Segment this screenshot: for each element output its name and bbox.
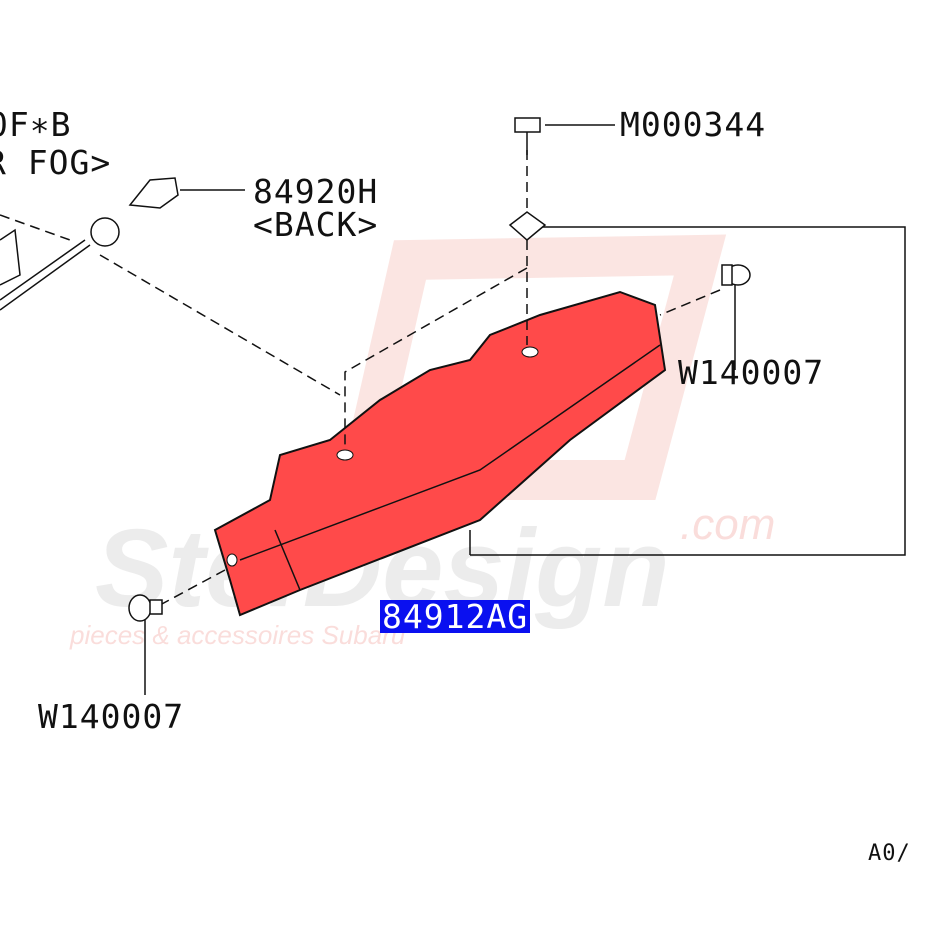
label-part-W140007-left[interactable]: W140007 bbox=[38, 697, 185, 736]
label-top-left-1: 0F∗B bbox=[0, 105, 72, 144]
label-part-84912AG-highlighted[interactable]: 84912AG bbox=[380, 597, 531, 636]
bracket-part-84912AG[interactable] bbox=[213, 290, 667, 617]
leader-lines bbox=[0, 124, 906, 695]
label-part-M000344[interactable]: M000344 bbox=[620, 105, 767, 144]
label-part-W140007-right[interactable]: W140007 bbox=[678, 353, 825, 392]
label-corner-code: A0/ bbox=[868, 841, 911, 866]
clip-right-icon bbox=[721, 264, 751, 286]
nut-icon bbox=[508, 117, 547, 241]
watermark-domain: .com bbox=[680, 500, 776, 549]
watermark-tagline: pieces & accessoires Subaru bbox=[70, 620, 406, 650]
label-top-left-2: R FOG> bbox=[0, 143, 112, 182]
label-part-note-back: <BACK> bbox=[253, 205, 379, 244]
label-part-84920H[interactable]: 84920H bbox=[253, 172, 379, 211]
bulb-icon bbox=[0, 177, 179, 311]
clip-left-icon bbox=[128, 594, 163, 622]
